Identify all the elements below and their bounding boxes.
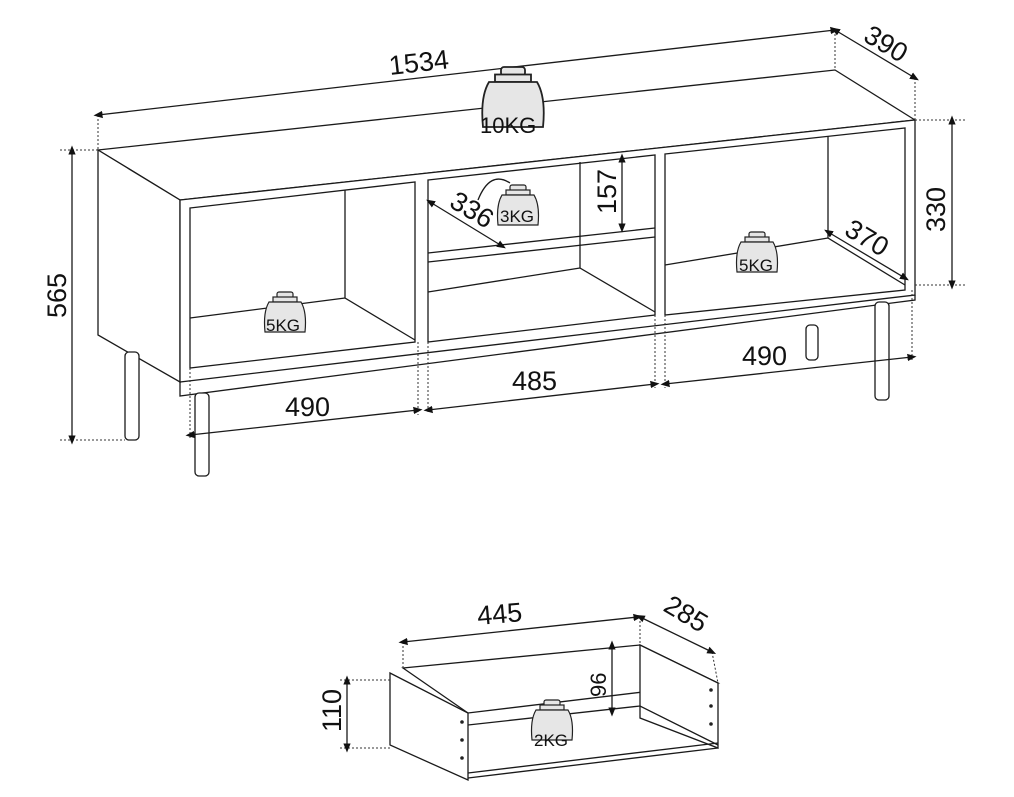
inner-depth-dimension-line (824, 229, 909, 281)
top-load-label: 10KG (480, 113, 536, 138)
drawer-height-label: 110 (317, 689, 347, 732)
right-width-label: 490 (742, 341, 787, 371)
left-width-dimension-line (185, 406, 423, 439)
middle-width-label: 485 (512, 366, 557, 396)
depth-label: 390 (859, 19, 913, 68)
inner-height-label: 330 (921, 187, 951, 232)
shelf-load-arc (477, 178, 511, 201)
shelf-depth-dimension-line (426, 199, 506, 249)
right-load-label: 5KG (739, 256, 773, 275)
drawer-width-label: 445 (476, 597, 524, 631)
drawer-load-label: 2KG (534, 731, 568, 750)
height-label: 565 (42, 273, 72, 318)
middle-width-dimension-line (423, 380, 660, 414)
left-load-label: 5KG (266, 316, 300, 335)
width-dimension-line (93, 26, 840, 119)
left-width-label: 490 (285, 392, 330, 422)
drawer-inner-height-label: 96 (586, 673, 611, 697)
shelf-load-label: 3KG (500, 207, 534, 226)
drawer-depth-dimension-line (635, 615, 717, 654)
width-label: 1534 (387, 44, 450, 81)
shelf-height-label: 157 (592, 169, 622, 214)
right-width-dimension-line (660, 353, 917, 388)
depth-dimension-line (831, 27, 919, 81)
drawer-body (389, 643, 721, 782)
drawer-depth-label: 285 (659, 589, 713, 638)
drawer-width-dimension-line (398, 613, 643, 646)
